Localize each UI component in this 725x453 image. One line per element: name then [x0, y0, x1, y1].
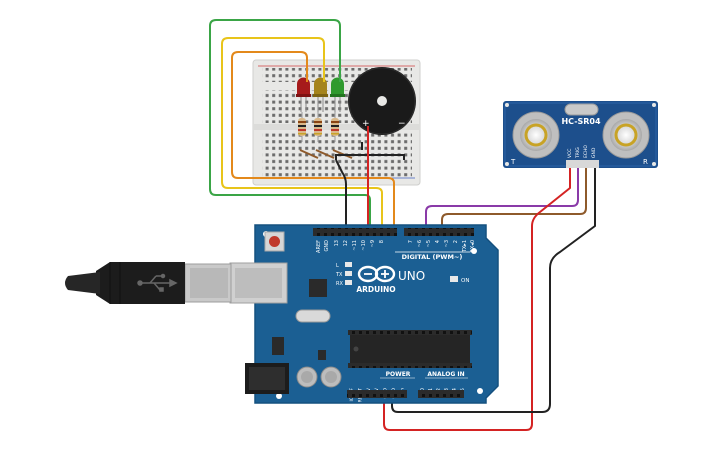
microcontroller-chip: [348, 330, 472, 368]
digital-pin-label: GND: [324, 240, 330, 252]
sensor-r-label: R: [643, 158, 648, 166]
sensor-receiver: [602, 111, 650, 159]
digital-pin-label: ~5: [426, 240, 432, 247]
status-led: [345, 262, 352, 267]
led-yellow: [313, 77, 328, 112]
brand-label: ARDUINO: [356, 285, 395, 294]
resistor-2: [314, 112, 322, 142]
usb-port: [229, 262, 288, 304]
sensor-pin-label: VCC: [567, 149, 573, 158]
wire-black-top: [335, 159, 347, 228]
sensor-pin-label: TRIG: [575, 147, 581, 159]
led-red: [296, 77, 311, 112]
digital-pin-label: 2: [453, 240, 459, 243]
digital-pin-label: ~6: [417, 240, 423, 247]
wire-black-sensor: [391, 168, 596, 413]
usb-chip: [309, 279, 327, 297]
digital-pin-label: ~3: [444, 240, 450, 247]
wire-orange: [231, 51, 395, 228]
digital-pin-label: 13: [334, 240, 340, 246]
digital-pin-label: 12: [343, 240, 349, 246]
digital-pin-label: 7: [408, 240, 414, 243]
digital-pin-label: ~10: [361, 240, 367, 251]
buzzer: + −: [348, 67, 416, 135]
capacitors: [296, 366, 342, 388]
resistors: [298, 112, 339, 142]
digital-pin-label: 8: [379, 240, 385, 243]
wire-purple: [425, 168, 579, 228]
analog-header: [418, 390, 464, 398]
power-jack: [245, 363, 289, 394]
status-led-label: L: [336, 263, 339, 269]
model-label: UNO: [398, 269, 425, 283]
usb-symbol-icon: [137, 273, 178, 292]
digital-pin-label: TX▸1: [462, 240, 468, 253]
digital-pin-label: AREF: [316, 240, 322, 253]
on-led: [450, 276, 458, 282]
led-green: [330, 77, 345, 112]
on-label: ON: [461, 278, 469, 284]
digital-pin-label: 4: [435, 240, 441, 243]
sensor-t-label: T: [510, 158, 516, 166]
wire-brown: [441, 168, 587, 228]
power-label: POWER: [386, 371, 411, 378]
analog-label: ANALOG IN: [427, 371, 464, 378]
digital-label: DIGITAL (PWM~): [402, 253, 463, 261]
wires: [209, 19, 596, 431]
digital-pin-label: ~11: [352, 240, 358, 251]
wire-yellow: [221, 37, 383, 228]
arduino-logo: [357, 265, 396, 283]
status-led: [345, 280, 352, 285]
resistor-3: [331, 112, 339, 142]
wire-red-sensor: [383, 168, 571, 431]
digital-pin-label: RX◂0: [470, 240, 476, 253]
crystal: [295, 309, 331, 323]
status-led-label: RX: [336, 281, 343, 287]
digital-pin-label: ~9: [370, 240, 376, 247]
breadboard-jumpers: [299, 142, 405, 160]
status-led-label: TX: [335, 272, 343, 278]
digital-header: [313, 228, 474, 236]
sensor-pin-label: GND: [591, 147, 597, 158]
sensor-transmitter: [512, 111, 560, 159]
buzzer-minus-label: −: [398, 119, 406, 129]
resistor-1: [298, 112, 306, 142]
status-led: [345, 271, 352, 276]
reset-button: [264, 231, 285, 252]
leds: [296, 77, 345, 112]
usb-cable: [65, 262, 232, 304]
sensor-model-label: HC-SR04: [561, 117, 601, 126]
sensor-pin-label: ECHO: [583, 145, 589, 158]
buzzer-plus-label: +: [362, 119, 370, 129]
power-header: [347, 390, 407, 398]
board-status-leds: L TX RX: [335, 262, 352, 287]
